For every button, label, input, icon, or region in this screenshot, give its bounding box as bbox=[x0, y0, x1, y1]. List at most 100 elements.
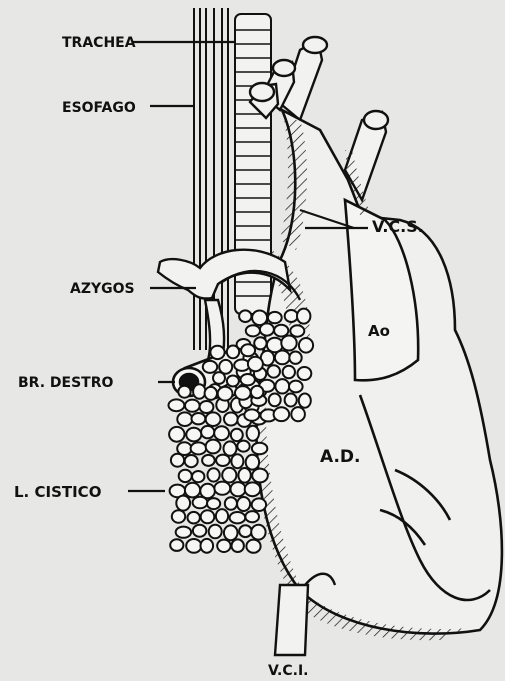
lymph-node bbox=[185, 455, 198, 467]
lymph-node bbox=[275, 351, 290, 365]
lymph-node bbox=[237, 497, 250, 511]
lymph-node bbox=[239, 310, 251, 322]
lymph-node bbox=[191, 442, 207, 454]
lymph-node bbox=[193, 497, 208, 509]
lymph-node bbox=[206, 412, 221, 426]
lymph-node bbox=[299, 338, 313, 353]
lymph-node bbox=[289, 352, 301, 364]
lymph-node bbox=[290, 325, 304, 336]
lymph-node bbox=[170, 539, 183, 551]
label-esofago: ESOFAGO bbox=[62, 100, 136, 116]
lymph-node bbox=[208, 468, 220, 481]
lymph-node bbox=[244, 409, 259, 420]
lymph-node bbox=[237, 441, 249, 452]
label-br-destro: BR. DESTRO bbox=[18, 375, 114, 391]
lymph-node bbox=[193, 384, 205, 399]
lymph-node bbox=[225, 497, 237, 510]
lymph-node bbox=[246, 455, 259, 470]
label-right-atrium: A.D. bbox=[320, 447, 361, 467]
lymph-node bbox=[214, 426, 229, 440]
lymph-node bbox=[238, 468, 250, 483]
lymph-node bbox=[274, 407, 290, 421]
lymph-node bbox=[192, 413, 206, 424]
lymph-node bbox=[216, 455, 230, 466]
lymph-node bbox=[193, 525, 206, 537]
lymph-node bbox=[298, 367, 312, 380]
lymph-node bbox=[285, 310, 298, 322]
lymph-node bbox=[186, 428, 201, 442]
lymph-node bbox=[169, 427, 184, 442]
lymph-node bbox=[213, 372, 225, 384]
lymph-node bbox=[202, 455, 215, 466]
label-l-cistico: L. CISTICO bbox=[14, 483, 101, 501]
lymph-node bbox=[178, 386, 190, 398]
lymph-node bbox=[231, 429, 243, 441]
lymph-node bbox=[239, 525, 251, 537]
lymph-node bbox=[224, 441, 237, 455]
lymph-node bbox=[241, 344, 255, 356]
lymph-node bbox=[169, 399, 185, 411]
lymph-node bbox=[245, 482, 261, 496]
lymph-node bbox=[201, 539, 214, 553]
lymph-node bbox=[230, 512, 246, 523]
lymph-node bbox=[171, 454, 184, 467]
lymph-node bbox=[247, 426, 259, 441]
lymph-node bbox=[192, 471, 204, 482]
lymph-node bbox=[252, 498, 266, 511]
lymph-node bbox=[200, 401, 214, 413]
lymph-node bbox=[260, 323, 274, 335]
lymph-node bbox=[217, 540, 230, 552]
lymph-node bbox=[285, 394, 297, 407]
lymph-node bbox=[275, 379, 289, 393]
lymph-node bbox=[207, 498, 220, 509]
lymph-node bbox=[252, 469, 268, 483]
lymph-node bbox=[281, 336, 296, 351]
lymph-node bbox=[222, 468, 236, 483]
lymph-node bbox=[248, 357, 263, 371]
lymph-node bbox=[177, 412, 192, 426]
lymph-node bbox=[179, 470, 192, 482]
lymph-node bbox=[214, 482, 230, 495]
lymph-node bbox=[289, 381, 303, 393]
lymph-node bbox=[176, 496, 190, 511]
lymph-node bbox=[227, 346, 239, 359]
lymph-node bbox=[203, 361, 217, 373]
lymph-node bbox=[172, 510, 185, 523]
lymph-node bbox=[209, 525, 222, 539]
lymph-node bbox=[186, 539, 201, 553]
lymph-node bbox=[231, 482, 246, 496]
label-vci: V.C.I. bbox=[268, 663, 308, 679]
lymph-node bbox=[185, 483, 200, 498]
lymph-node bbox=[205, 387, 217, 400]
lymph-node bbox=[206, 440, 221, 454]
lymph-node bbox=[274, 325, 288, 337]
lymph-node bbox=[245, 511, 259, 522]
lymph-node bbox=[218, 387, 233, 401]
label-azygos: AZYGOS bbox=[70, 281, 135, 297]
lymph-node bbox=[283, 366, 295, 379]
lymph-node bbox=[224, 525, 238, 540]
lymph-node bbox=[216, 509, 228, 523]
lymph-node bbox=[235, 386, 251, 400]
lymph-node bbox=[267, 365, 280, 377]
lymph-node bbox=[246, 325, 260, 336]
lymph-node bbox=[241, 374, 255, 385]
lymph-node bbox=[185, 400, 200, 412]
label-vcs: V.C.S. bbox=[372, 217, 424, 236]
lymph-node bbox=[297, 309, 310, 324]
lymph-node bbox=[232, 539, 244, 552]
lymph-node bbox=[224, 413, 238, 426]
lymph-node bbox=[251, 525, 265, 540]
lymph-node bbox=[188, 512, 200, 524]
label-trachea: TRACHEA bbox=[62, 35, 136, 51]
label-aorta: Ao bbox=[368, 322, 390, 340]
lymph-node bbox=[269, 394, 281, 407]
lymph-node bbox=[201, 426, 214, 438]
lymph-node bbox=[231, 454, 243, 468]
lymph-node bbox=[227, 376, 239, 387]
lymph-node bbox=[252, 443, 267, 455]
lymph-node bbox=[246, 540, 260, 553]
lymph-node bbox=[251, 386, 264, 398]
